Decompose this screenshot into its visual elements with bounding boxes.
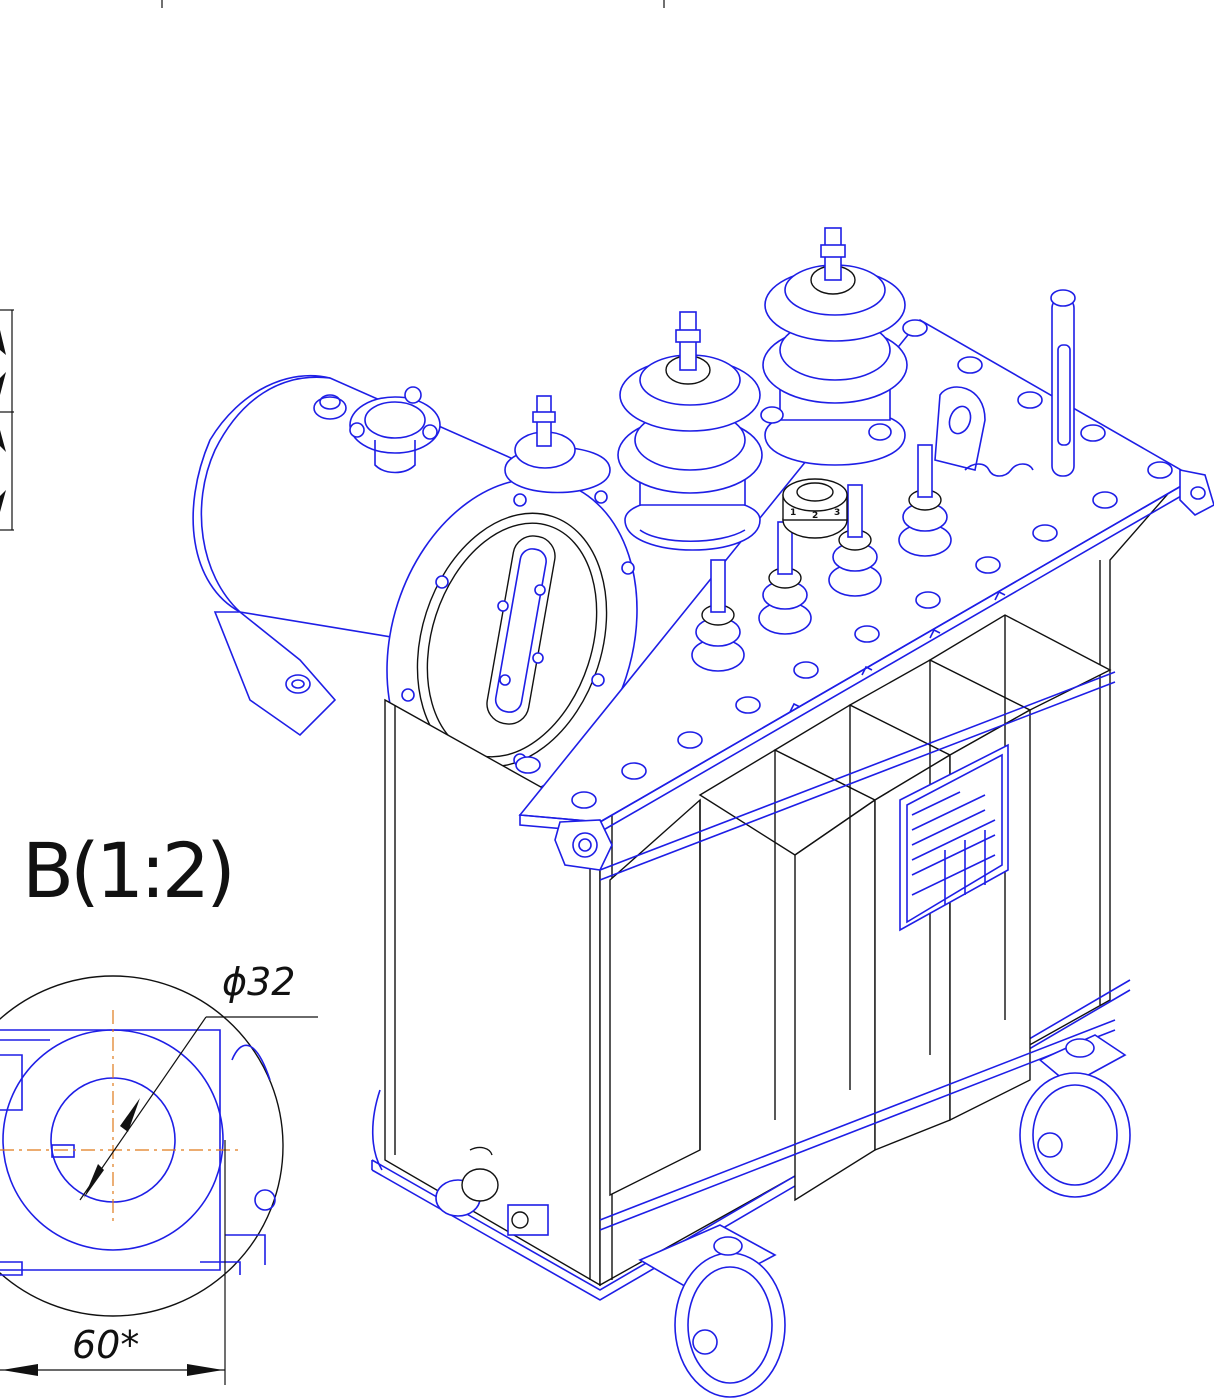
hv-bushing-left <box>617 311 763 551</box>
sheet-frame-ticks <box>161 0 665 8</box>
tap-position-1: 1 <box>790 508 796 518</box>
wheel-front <box>638 1224 786 1398</box>
width-dimension: 60* <box>72 1323 139 1367</box>
hv-bushing-rear <box>504 395 611 494</box>
wheel-rear <box>1019 1034 1131 1198</box>
detail-view-label: B(1:2) <box>22 826 232 915</box>
left-dimension-fragment <box>0 309 14 531</box>
hv-bushing-right <box>760 227 908 466</box>
tap-changer: 1 2 3 <box>782 478 848 539</box>
tap-position-3: 3 <box>834 508 840 518</box>
detail-view-b: B(1:2) ϕ32 60* <box>0 826 318 1385</box>
rating-plate <box>899 743 1009 932</box>
diameter-dimension: ϕ32 <box>222 960 295 1004</box>
lv-bushings <box>691 444 952 672</box>
inspection-flange <box>386 477 638 803</box>
radiator-fins <box>599 614 1116 1231</box>
oil-level-gauge <box>1050 289 1076 477</box>
tap-position-2: 2 <box>812 511 818 521</box>
